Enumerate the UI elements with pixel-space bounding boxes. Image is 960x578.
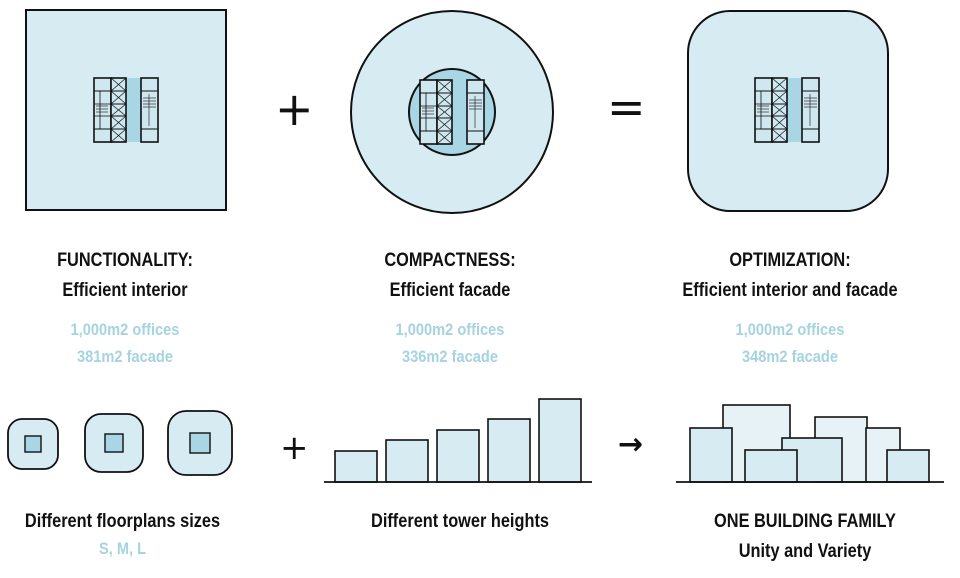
square-plan (25, 9, 227, 211)
functionality-label: FUNCTIONALITY: Efficient interior 1,000m… (20, 246, 230, 370)
tower-heights-group (324, 398, 592, 483)
optimization-offices: 1,000m2 offices (735, 320, 845, 339)
rounded-square-plan (687, 10, 889, 212)
tower-2 (385, 439, 429, 483)
tower-4 (487, 418, 531, 483)
circle-plan (350, 10, 554, 214)
rounded-square-plan-core (754, 77, 820, 143)
building-family-group (676, 404, 944, 483)
family-label: ONE BUILDING FAMILY Unity and Variety (680, 507, 930, 567)
arrow-operator: → (618, 427, 644, 462)
tower-5 (538, 398, 582, 483)
optimization-label: OPTIMIZATION: Efficient interior and fac… (650, 246, 930, 370)
compactness-subheading: Efficient facade (389, 280, 511, 301)
plus-operator-top: + (275, 82, 314, 136)
compactness-facade: 336m2 facade (402, 347, 498, 366)
optimization-facade: 348m2 facade (742, 347, 838, 366)
heights-label: Different tower heights (340, 507, 580, 537)
family-title: ONE BUILDING FAMILY (714, 511, 896, 532)
circle-plan-core (419, 79, 485, 145)
optimization-subheading: Efficient interior and facade (682, 280, 898, 301)
compactness-offices: 1,000m2 offices (395, 320, 505, 339)
compactness-heading: COMPACTNESS: (384, 250, 516, 271)
optimization-heading: OPTIMIZATION: (729, 250, 851, 271)
floorplans-subtitle: S, M, L (98, 539, 147, 558)
tower-3 (436, 429, 480, 483)
heights-title: Different tower heights (371, 511, 549, 532)
square-plan-core (93, 77, 159, 143)
equals-operator: = (607, 80, 646, 134)
floorplans-label: Different floorplans sizes S, M, L (0, 507, 245, 561)
floorplans-title: Different floorplans sizes (24, 511, 221, 532)
floorplan-sizes-group (7, 410, 233, 476)
functionality-facade: 381m2 facade (77, 347, 173, 366)
functionality-offices: 1,000m2 offices (70, 320, 180, 339)
compactness-label: COMPACTNESS: Efficient facade 1,000m2 of… (340, 246, 560, 370)
plus-operator-bottom: + (280, 428, 309, 468)
tower-1 (334, 450, 378, 483)
family-subtitle: Unity and Variety (738, 541, 872, 562)
functionality-heading: FUNCTIONALITY: (57, 250, 193, 271)
functionality-subheading: Efficient interior (62, 280, 188, 301)
